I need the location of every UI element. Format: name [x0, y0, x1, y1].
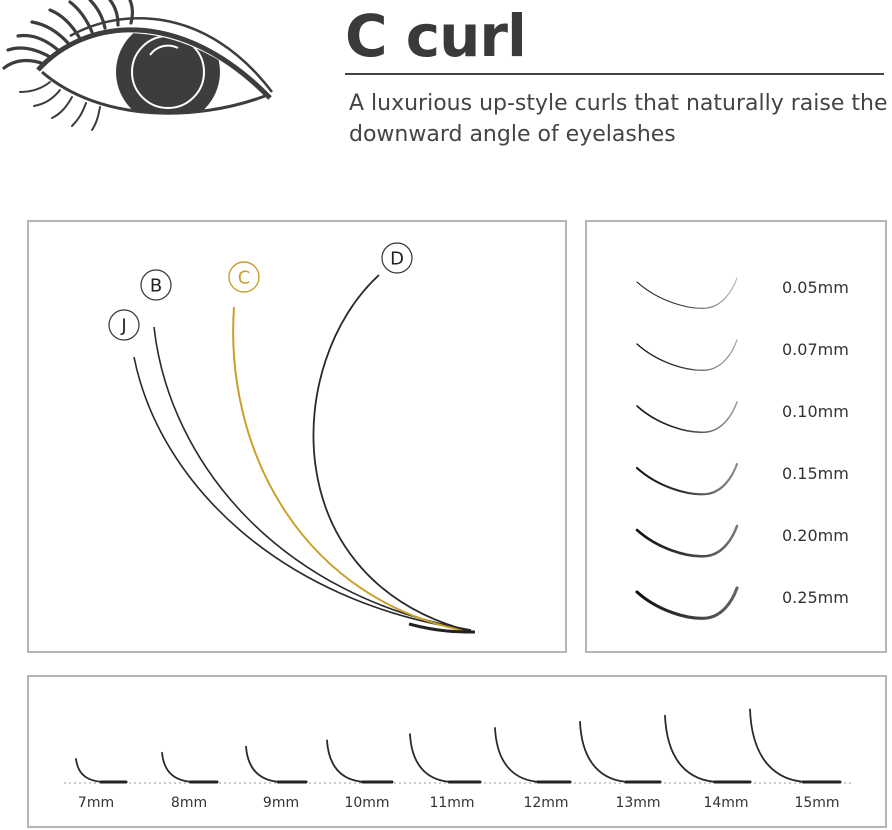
length-label: 7mm — [77, 795, 115, 811]
length-lash — [326, 739, 393, 783]
thickness-lash — [636, 277, 738, 309]
j-curl-lash — [133, 356, 470, 631]
length-label: 8mm — [170, 795, 208, 811]
thickness-label: 0.20mm — [782, 526, 849, 545]
length-label: 13mm — [615, 795, 661, 811]
length-lash — [749, 708, 841, 783]
length-label: 14mm — [703, 795, 749, 811]
length-lash — [494, 727, 571, 783]
length-lash — [161, 751, 218, 783]
thickness-lash — [636, 339, 738, 371]
svg-text:C: C — [238, 268, 251, 289]
length-label: 9mm — [262, 795, 300, 811]
c-curl-lash — [232, 306, 472, 633]
length-lash — [245, 745, 307, 783]
length-diagram — [64, 708, 854, 784]
length-label: 15mm — [794, 795, 840, 811]
thickness-label: 0.07mm — [782, 340, 849, 359]
thickness-label: 0.25mm — [782, 588, 849, 607]
thickness-lash — [635, 462, 739, 496]
page-subtitle: A luxurious up-style curls that naturall… — [349, 91, 888, 147]
curl-label-c: C — [228, 261, 260, 293]
svg-text:D: D — [390, 249, 404, 270]
svg-text:J: J — [120, 316, 126, 337]
d-curl-lash — [312, 274, 474, 633]
length-label: 11mm — [429, 795, 475, 811]
thickness-label: 0.10mm — [782, 402, 849, 421]
thickness-lash — [636, 401, 738, 434]
thickness-label: 0.05mm — [782, 278, 849, 297]
b-curl-lash — [153, 326, 472, 631]
thickness-panel: 0.05mm 0.07mm 0.10mm 0.15mm 0.20mm 0.25m… — [585, 220, 887, 653]
eye-illustration-icon — [2, 0, 273, 131]
thickness-lash — [635, 586, 739, 620]
thickness-diagram — [635, 277, 739, 620]
curl-label-d: D — [381, 242, 413, 274]
title-divider — [345, 73, 884, 75]
length-lash — [579, 720, 661, 783]
curl-type-panel: J B C D — [27, 220, 567, 653]
curl-label-j: J — [108, 309, 140, 341]
lash-root — [408, 622, 476, 634]
thickness-lash — [635, 524, 739, 558]
length-lash — [409, 733, 481, 783]
length-panel: 7mm 8mm 9mm 10mm 11mm 12mm 13mm 14mm 15m… — [27, 675, 887, 828]
page-title: C curl — [345, 2, 527, 70]
length-label: 10mm — [344, 795, 390, 811]
curl-type-diagram: J B C D — [108, 242, 476, 634]
length-lash — [664, 714, 751, 783]
thickness-label: 0.15mm — [782, 464, 849, 483]
curl-label-b: B — [140, 269, 172, 301]
length-lash — [75, 758, 127, 783]
length-label: 12mm — [523, 795, 569, 811]
svg-text:B: B — [150, 276, 162, 297]
